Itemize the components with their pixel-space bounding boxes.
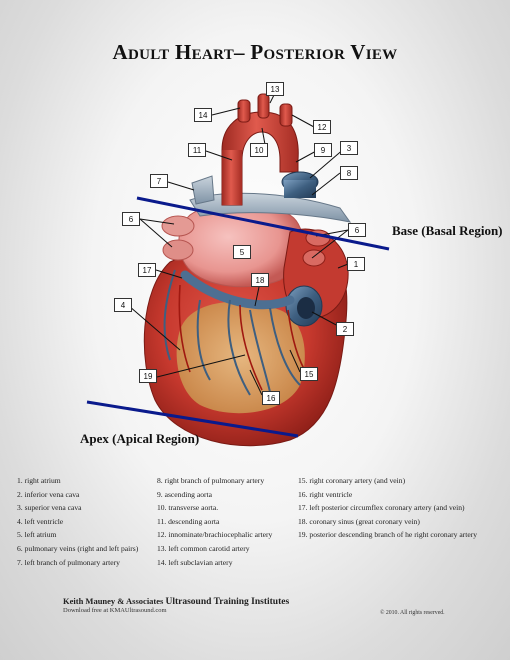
base-divider-line — [136, 196, 390, 251]
legend-item: 19. posterior descending branch of he ri… — [298, 530, 478, 540]
legend-item: 13. left common carotid artery — [157, 543, 250, 553]
callout-17: 17 — [138, 263, 156, 277]
callout-18: 18 — [251, 273, 269, 287]
legend-item: 6. pulmonary veins (right and left pairs… — [17, 543, 139, 553]
footer-brand-plain: Keith Mauney & Associates — [63, 596, 164, 606]
legend-item: 18. coronary sinus (great coronary vein) — [298, 516, 420, 526]
legend-item: 1. right atrium — [17, 476, 61, 485]
apex-region-label: Apex (Apical Region) — [80, 431, 200, 446]
callout-13: 13 — [266, 82, 284, 96]
legend-item: 9. ascending aorta — [157, 489, 213, 499]
base-region-label: Base (Basal Region) — [392, 223, 503, 238]
legend: 1. right atrium 2. inferior vena cava 3.… — [17, 474, 497, 570]
apex-divider-line — [86, 400, 299, 438]
footer-copyright: © 2010. All rights reserved. — [380, 610, 445, 616]
callout-14: 14 — [194, 108, 212, 122]
left-pulmonary-vein-upper — [161, 215, 195, 237]
legend-item: 17. left posterior circumflex coronary a… — [298, 503, 465, 513]
callout-3: 3 — [340, 141, 358, 155]
left-pulmonary-vein-lower — [162, 239, 194, 261]
legend-item: 8. right branch of pulmonary artery — [157, 476, 265, 485]
callout-10: 10 — [250, 143, 268, 157]
callout-16: 16 — [262, 391, 280, 405]
posterior-fat-region — [176, 301, 305, 414]
callout-6-left: 6 — [122, 212, 140, 226]
innominate-artery — [279, 103, 293, 127]
callout-7: 7 — [150, 174, 168, 188]
callout-5: 5 — [233, 245, 251, 259]
callout-6-right: 6 — [348, 223, 366, 237]
callout-19: 19 — [139, 369, 157, 383]
legend-column-2: 8. right branch of pulmonary artery 9. a… — [157, 474, 272, 569]
leader-lines — [128, 94, 349, 396]
legend-item: 12. innominate/brachiocephalic artery — [157, 530, 273, 540]
left-common-carotid-artery — [257, 93, 270, 119]
legend-item: 15. right coronary artery (and vein) — [298, 476, 406, 485]
callout-1: 1 — [347, 257, 365, 271]
footer-brand-strong: Ultrasound Training Institutes — [165, 597, 290, 607]
right-pulmonary-vein-lower — [302, 249, 326, 267]
callout-8: 8 — [340, 166, 358, 180]
callout-15: 15 — [300, 367, 318, 381]
legend-item: 2. inferior vena cava — [17, 489, 80, 499]
legend-item: 10. transverse aorta. — [157, 503, 219, 513]
footer-download-link[interactable]: Download free at KMAUltrasound.com — [63, 607, 167, 614]
callout-12: 12 — [313, 120, 331, 134]
legend-item: 14. left subclavian artery — [157, 557, 233, 567]
left-subclavian-artery — [237, 99, 251, 123]
legend-column-3: 15. right coronary artery (and vein) 16.… — [298, 474, 477, 542]
callout-2: 2 — [336, 322, 354, 336]
legend-item: 11. descending aorta — [157, 516, 220, 526]
legend-item: 16. right ventricle — [298, 489, 353, 499]
callout-4: 4 — [114, 298, 132, 312]
legend-item: 5. left atrium — [17, 530, 57, 540]
coronary-sinus — [180, 270, 295, 310]
footer-brand: Keith Mauney & Associates Ultrasound Tra… — [63, 596, 289, 607]
descending-aorta — [222, 150, 242, 205]
coronary-vessels — [163, 269, 301, 396]
legend-item: 3. superior vena cava — [17, 503, 82, 513]
callout-9: 9 — [314, 143, 332, 157]
left-pulmonary-artery — [191, 175, 215, 205]
callout-11: 11 — [188, 143, 206, 157]
legend-item: 7. left branch of pulmonary artery — [17, 557, 120, 567]
page-title: Adult Heart– Posterior View — [112, 40, 398, 64]
legend-item: 4. left ventricle — [17, 516, 64, 526]
legend-column-1: 1. right atrium 2. inferior vena cava 3.… — [17, 474, 138, 569]
